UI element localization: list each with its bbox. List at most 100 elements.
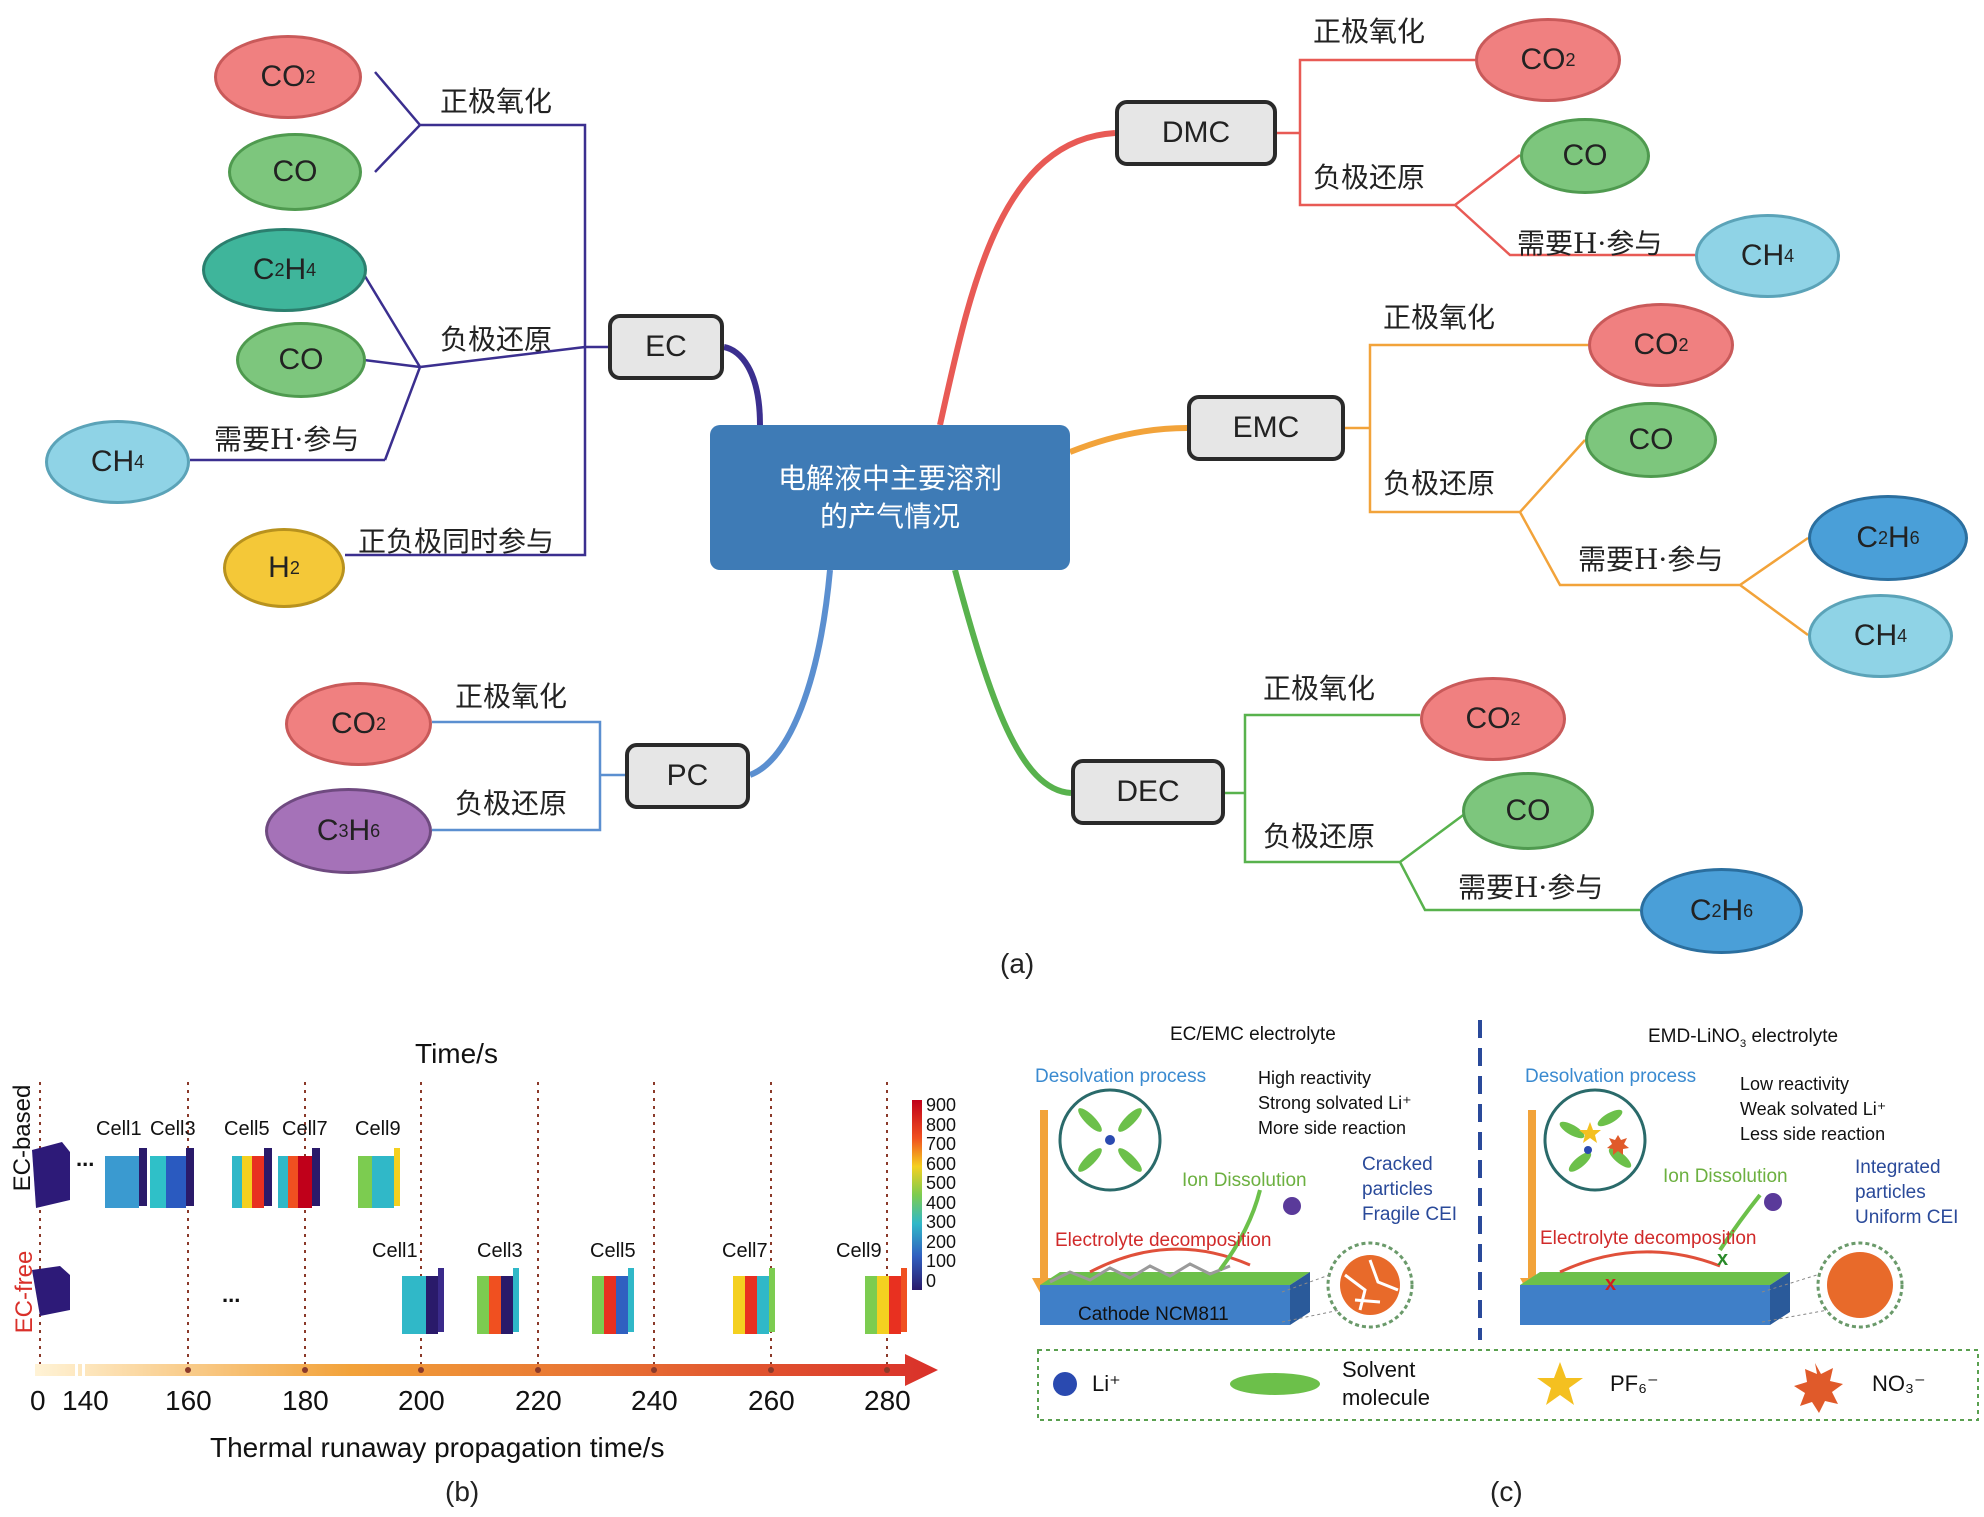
branch-emc xyxy=(1068,425,1188,455)
left-cei-line: particles xyxy=(1362,1179,1433,1200)
caption-a: (a) xyxy=(1000,948,1035,979)
solvent-pc-box: PC xyxy=(625,743,750,809)
left-prop: High reactivity xyxy=(1258,1068,1372,1088)
colorbar-label: 400 xyxy=(926,1192,957,1213)
cathode-label: Cathode NCM811 xyxy=(1078,1304,1229,1325)
ec-both-label: 正负极同时参与 xyxy=(358,525,555,558)
row-label-ec-free: EC-free xyxy=(11,1250,38,1334)
tick-label: 240 xyxy=(631,1385,678,1416)
panel-b-xlabel: Thermal runaway propagation time/s xyxy=(210,1432,665,1463)
right-title-sub: 3 xyxy=(1739,1037,1747,1050)
left-cei-description: Cracked particles Fragile CEI xyxy=(1362,1152,1457,1227)
left-properties: High reactivity Strong solvated Li⁺ More… xyxy=(1258,1066,1412,1141)
right-cei-line: Uniform CEI xyxy=(1855,1207,1959,1228)
solvent-dmc-label: DMC xyxy=(1161,116,1231,149)
solvent-pc-label: PC xyxy=(666,759,709,792)
no3-icon xyxy=(1794,1363,1843,1413)
pf6-icon xyxy=(1537,1362,1583,1405)
right-prop: Low reactivity xyxy=(1740,1074,1850,1094)
cell-label: Cell1 xyxy=(96,1118,142,1140)
tick-label: 220 xyxy=(515,1385,562,1416)
solvent-dec-box: DEC xyxy=(1071,759,1225,825)
right-desolvation-label: Desolvation process xyxy=(1525,1066,1697,1087)
emc-neg-red-label: 负极还原 xyxy=(1383,467,1496,500)
left-cei-line: Fragile CEI xyxy=(1362,1204,1458,1225)
legend-pf6-label: PF₆⁻ xyxy=(1610,1371,1659,1396)
caption-c: (c) xyxy=(1490,1476,1523,1507)
panel-b-top-title: Time/s xyxy=(415,1038,498,1069)
colorbar-label: 300 xyxy=(926,1212,957,1232)
solvent-dec-label: DEC xyxy=(1116,775,1180,808)
center-title: 电解液中主要溶剂 的产气情况 xyxy=(777,461,1002,533)
legend-solvent-line: Solvent xyxy=(1342,1357,1416,1382)
gas-co-oval: CO xyxy=(236,322,366,398)
dmc-need-h-label: 需要H·参与 xyxy=(1517,227,1663,260)
ec-need-h-label: 需要H·参与 xyxy=(214,423,360,456)
row-label-ec-based: EC-based xyxy=(9,1084,36,1192)
cell-label: Cell3 xyxy=(150,1118,196,1140)
left-ion-dissolution-label: Ion Dissolution xyxy=(1182,1170,1307,1191)
colorbar-label: 0 xyxy=(926,1270,937,1291)
right-decomposition-label: Electrolyte decomposition xyxy=(1540,1228,1757,1249)
mindmap-center-node: 电解液中主要溶剂 的产气情况 xyxy=(710,425,1070,570)
right-title-pre: EMD-LiNO xyxy=(1648,1026,1740,1047)
svg-text:x: x xyxy=(1605,1273,1616,1295)
colorbar-labels: 900 800 700 600 500 400 300 200 100 0 xyxy=(926,1095,957,1291)
dmc-neg-red-label: 负极还原 xyxy=(1313,161,1426,194)
ec-free-cells xyxy=(32,1266,907,1334)
tick-label: 160 xyxy=(165,1385,212,1416)
left-cei-line: Cracked xyxy=(1362,1154,1433,1175)
colorbar-label: 500 xyxy=(926,1173,957,1193)
right-prop: Less side reaction xyxy=(1740,1124,1886,1144)
svg-text:x: x xyxy=(1717,1248,1728,1270)
gas-co-text: CO xyxy=(1505,794,1551,827)
ellipsis-bottom: ... xyxy=(222,1282,241,1307)
gas-co-oval: CO xyxy=(1520,118,1650,194)
ec-neg-red-label: 负极还原 xyxy=(440,323,553,356)
solvent-molecule-icon xyxy=(1230,1373,1320,1395)
legend-li-label: Li⁺ xyxy=(1092,1371,1121,1396)
colorbar-label: 900 xyxy=(926,1095,957,1115)
solvent-dmc-box: DMC xyxy=(1115,100,1277,166)
legend-solvent-line: molecule xyxy=(1342,1385,1431,1410)
dec-neg-red-label: 负极还原 xyxy=(1263,820,1376,853)
solvent-emc-label: EMC xyxy=(1232,411,1300,444)
right-properties: Low reactivity Weak solvated Li⁺ Less si… xyxy=(1740,1072,1886,1147)
pc-pos-ox-label: 正极氧化 xyxy=(455,680,568,713)
dmc-pos-ox-label: 正极氧化 xyxy=(1313,15,1426,48)
gas-co-text: CO xyxy=(278,343,324,376)
tick-label: 0 xyxy=(30,1385,46,1416)
gas-co-text: CO xyxy=(1628,423,1674,456)
emc-pos-ox-label: 正极氧化 xyxy=(1383,301,1496,334)
solvent-ec-label: EC xyxy=(645,330,687,363)
panel-c-graphic: x x xyxy=(1032,1020,1979,1421)
left-desolvation-label: Desolvation process xyxy=(1035,1066,1207,1087)
ec-based-cells xyxy=(32,1142,400,1208)
colorbar-label: 200 xyxy=(926,1231,957,1252)
solvent-emc-box: EMC xyxy=(1187,395,1345,461)
colorbar-label: 800 xyxy=(926,1114,957,1135)
gas-co-text: CO xyxy=(272,155,318,188)
panel-b-graphic xyxy=(32,1082,938,1386)
legend-solvent-label: Solvent molecule xyxy=(1342,1356,1430,1412)
right-prop: Weak solvated Li⁺ xyxy=(1740,1099,1887,1119)
right-title: EMD-LiNO3 electrolyte xyxy=(1648,1026,1838,1050)
cell-label: Cell9 xyxy=(836,1240,882,1262)
mindmap-connectors xyxy=(190,58,1809,912)
colorbar-label: 700 xyxy=(926,1134,957,1154)
cell-label: Cell5 xyxy=(590,1240,636,1262)
ec-pos-ox-label: 正极氧化 xyxy=(440,85,553,118)
tick-label: 280 xyxy=(864,1385,911,1416)
right-cei-line: Integrated xyxy=(1855,1157,1941,1178)
tick-label: 200 xyxy=(398,1385,445,1416)
